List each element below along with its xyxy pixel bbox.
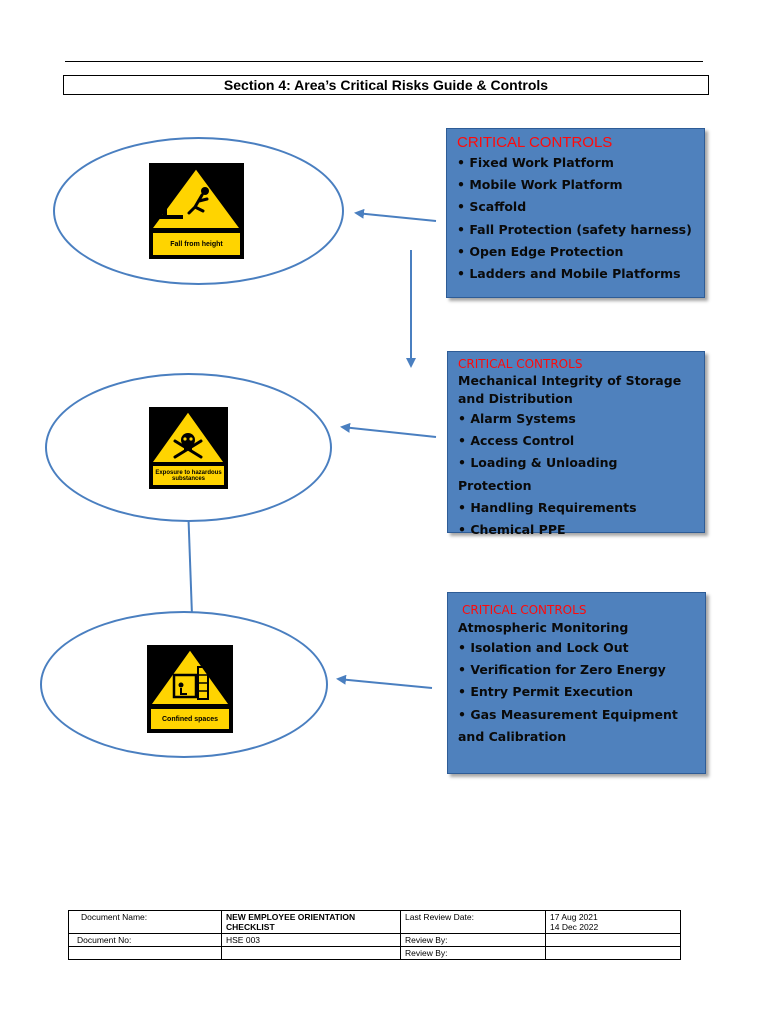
review-by-label-1: Review By: [400, 933, 546, 947]
controls-title-2: CRITICAL CONTROLS [458, 357, 583, 371]
bullet-icon: • [457, 177, 470, 193]
bullet-icon: • [457, 155, 470, 170]
doc-no-value: HSE 003 [221, 933, 401, 947]
control-item-text: Gas Measurement Equipment and Calibratio… [458, 706, 678, 744]
document-footer-table: Document Name: NEW EMPLOYEE ORIENTATION … [68, 910, 681, 960]
bullet-icon: • [458, 455, 471, 471]
last-review-dates: 17 Aug 2021 14 Dec 2022 [545, 910, 681, 934]
control-item: • Loading & Unloading Protection [458, 452, 694, 496]
arrow-controls2-to-risk2 [340, 422, 437, 438]
control-item-text: Scaffold [469, 199, 527, 215]
last-review-label: Last Review Date: [400, 910, 546, 934]
critical-controls-box-1: CRITICAL CONTROLS • Fixed Work Platform•… [446, 128, 705, 298]
sign-label-confined: Confined spaces [151, 709, 229, 729]
controls-title-1: CRITICAL CONTROLS [457, 134, 613, 151]
control-item: • Open Edge Protection [457, 241, 694, 263]
control-item: • Alarm Systems [458, 408, 694, 430]
control-item-text: Loading & Unloading Protection [458, 455, 618, 493]
control-item: • Access Control [458, 430, 694, 452]
bullet-icon: • [458, 706, 471, 722]
footer-empty-1 [68, 946, 222, 960]
control-item: • Scaffold [457, 196, 694, 218]
control-item-text: Verification for Zero Energy [470, 662, 666, 678]
doc-name-value: NEW EMPLOYEE ORIENTATION CHECKLIST [221, 910, 401, 934]
bullet-icon: • [458, 662, 471, 678]
last-review-date-2: 14 Dec 2022 [550, 922, 599, 932]
bullet-icon: • [457, 199, 470, 215]
control-item-text: Handling Requirements [470, 499, 637, 515]
bullet-icon: • [458, 684, 471, 700]
skull-crossbones-icon [149, 409, 227, 464]
fall-from-height-icon [149, 166, 243, 230]
confined-spaces-sign: Confined spaces [147, 645, 233, 733]
bullet-icon: • [458, 433, 471, 449]
control-item: • Fall Protection (safety harness) [457, 219, 694, 241]
bullet-icon: • [458, 640, 471, 655]
controls-list-1: • Fixed Work Platform• Mobile Work Platf… [457, 152, 694, 285]
review-by-label-2: Review By: [400, 946, 546, 960]
top-rule [65, 61, 703, 62]
doc-no-label: Document No: [68, 933, 222, 947]
control-item: • Fixed Work Platform [457, 152, 694, 174]
critical-controls-box-2: CRITICAL CONTROLS Mechanical Integrity o… [447, 351, 705, 537]
control-item-text: Isolation and Lock Out [470, 640, 629, 655]
bullet-icon: • [458, 522, 471, 538]
control-item-text: Ladders and Mobile Platforms [469, 266, 681, 282]
control-item-text: Access Control [470, 433, 575, 449]
bullet-icon: • [458, 411, 471, 426]
control-item-text: Mobile Work Platform [469, 177, 623, 193]
control-item: • Ladders and Mobile Platforms [457, 263, 694, 285]
control-item-text: Chemical PPE [470, 522, 566, 538]
control-item: • Isolation and Lock Out [458, 637, 695, 659]
controls-title-3: CRITICAL CONTROLS [462, 603, 587, 617]
hazardous-substances-sign: Exposure to hazardous substances [149, 407, 228, 489]
review-by-value-2 [545, 946, 681, 960]
control-item: • Chemical PPE [458, 519, 694, 541]
arrow-controls1-to-risk1 [354, 208, 437, 222]
bullet-icon: • [457, 266, 470, 282]
control-item-text: Fall Protection (safety harness) [469, 221, 692, 237]
review-by-value-1 [545, 933, 681, 947]
controls-list-2: • Alarm Systems• Access Control• Loading… [458, 408, 694, 541]
control-item-text: Entry Permit Execution [470, 684, 633, 700]
control-item-text: Fixed Work Platform [469, 155, 614, 170]
control-item: • Verification for Zero Energy [458, 659, 695, 681]
control-item-text: Open Edge Protection [469, 243, 624, 259]
critical-controls-box-3: CRITICAL CONTROLS Atmospheric Monitoring… [447, 592, 706, 774]
control-item: • Mobile Work Platform [457, 174, 694, 196]
control-item: • Handling Requirements [458, 497, 694, 519]
controls-list-3: • Isolation and Lock Out• Verification f… [458, 637, 695, 748]
controls-intro-2: Mechanical Integrity of Storage and Dist… [458, 373, 682, 406]
sign-label-hazardous: Exposure to hazardous substances [153, 466, 224, 485]
bullet-icon: • [458, 499, 471, 515]
confined-space-icon [148, 647, 232, 706]
sign-label-fall: Fall from height [153, 233, 240, 255]
arrow-controls3-to-risk3 [336, 674, 433, 689]
bullet-icon: • [457, 221, 470, 237]
control-item-text: Alarm Systems [470, 411, 576, 426]
doc-name-label: Document Name: [68, 910, 222, 934]
control-item: • Entry Permit Execution [458, 681, 695, 703]
section-title: Section 4: Area’s Critical Risks Guide &… [63, 75, 709, 95]
bullet-icon: • [457, 243, 470, 259]
last-review-date-1: 17 Aug 2021 [550, 912, 598, 922]
controls-intro-3: Atmospheric Monitoring [458, 620, 629, 635]
fall-from-height-sign: Fall from height [149, 163, 244, 259]
footer-empty-2 [221, 946, 401, 960]
control-item: • Gas Measurement Equipment and Calibrat… [458, 704, 695, 748]
